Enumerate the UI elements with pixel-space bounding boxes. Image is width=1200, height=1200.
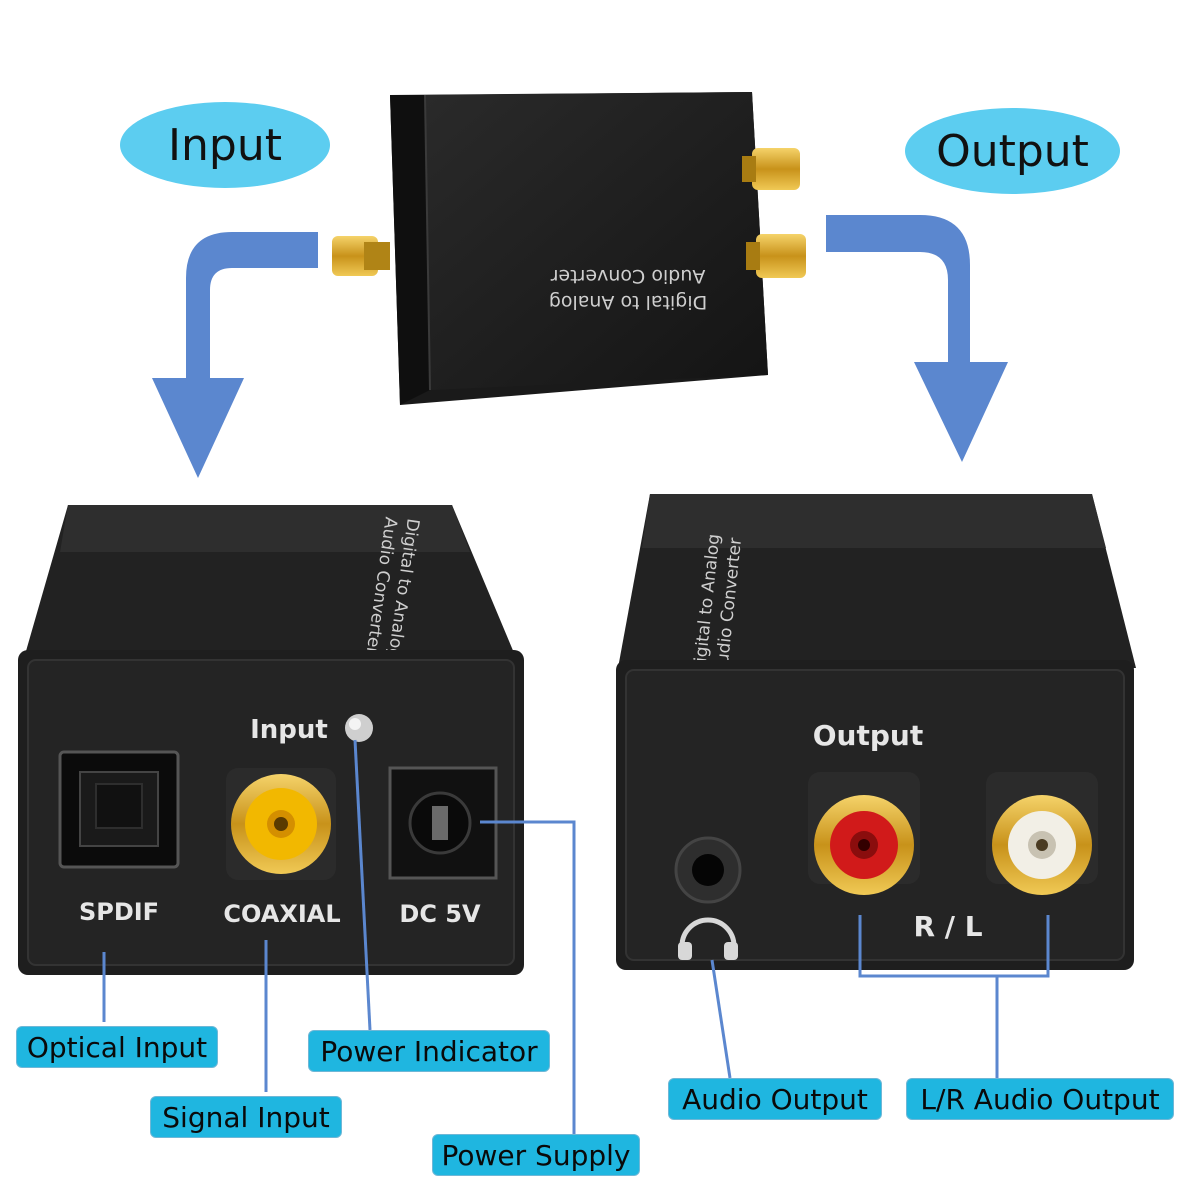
optical-port-icon: [58, 750, 180, 869]
rca-jack-icon: [332, 236, 390, 276]
power-indicator-callout: Power Indicator: [308, 1030, 550, 1072]
left-device-input-label: Input: [250, 715, 328, 745]
output-title: Output: [936, 125, 1089, 177]
top-device-label-1: Digital to Analog: [549, 291, 707, 313]
left-device: Digital to Analog Audio Converter: [18, 505, 524, 975]
power-supply-label: Power Supply: [441, 1138, 631, 1172]
leader-lines: [102, 739, 1050, 1135]
headphone-icon: [678, 917, 738, 960]
power-supply-callout: Power Supply: [432, 1134, 640, 1176]
right-device-output-label: Output: [813, 719, 923, 752]
led-icon: [345, 714, 373, 742]
output-title-bubble: Output: [905, 108, 1120, 194]
audio-output-label: Audio Output: [682, 1082, 868, 1116]
lr-audio-output-label: L/R Audio Output: [920, 1082, 1160, 1116]
spdif-label: SPDIF: [79, 898, 159, 926]
headphone-jack: [674, 836, 742, 904]
input-title-bubble: Input: [120, 102, 330, 188]
arrow-down-icon: [152, 232, 318, 478]
signal-input-label: Signal Input: [162, 1100, 330, 1134]
lr-audio-output-callout: L/R Audio Output: [906, 1078, 1174, 1120]
audio-output-callout: Audio Output: [668, 1078, 882, 1120]
top-device-label-2: Audio Converter: [550, 265, 705, 287]
top-device: Digital to Analog Audio Converter: [332, 92, 806, 405]
input-title: Input: [168, 119, 282, 171]
optical-input-callout: Optical Input: [16, 1026, 218, 1068]
rl-label: R / L: [913, 910, 982, 943]
rca-jack-icon: [742, 148, 800, 190]
signal-input-callout: Signal Input: [150, 1096, 342, 1138]
right-device: Digital to Analog Audio Converter: [616, 494, 1136, 970]
power-indicator-label: Power Indicator: [320, 1034, 538, 1068]
rca-jack-icon: [986, 772, 1098, 895]
rca-jack-icon: [746, 234, 806, 278]
rca-jack-icon: [226, 768, 336, 880]
dc-5v-label: DC 5V: [399, 900, 481, 928]
arrow-down-icon: [826, 215, 1008, 462]
dc-jack-icon: [388, 766, 498, 880]
optical-input-label: Optical Input: [26, 1030, 208, 1064]
rca-jack-icon: [808, 772, 920, 895]
coaxial-label: COAXIAL: [223, 900, 340, 928]
